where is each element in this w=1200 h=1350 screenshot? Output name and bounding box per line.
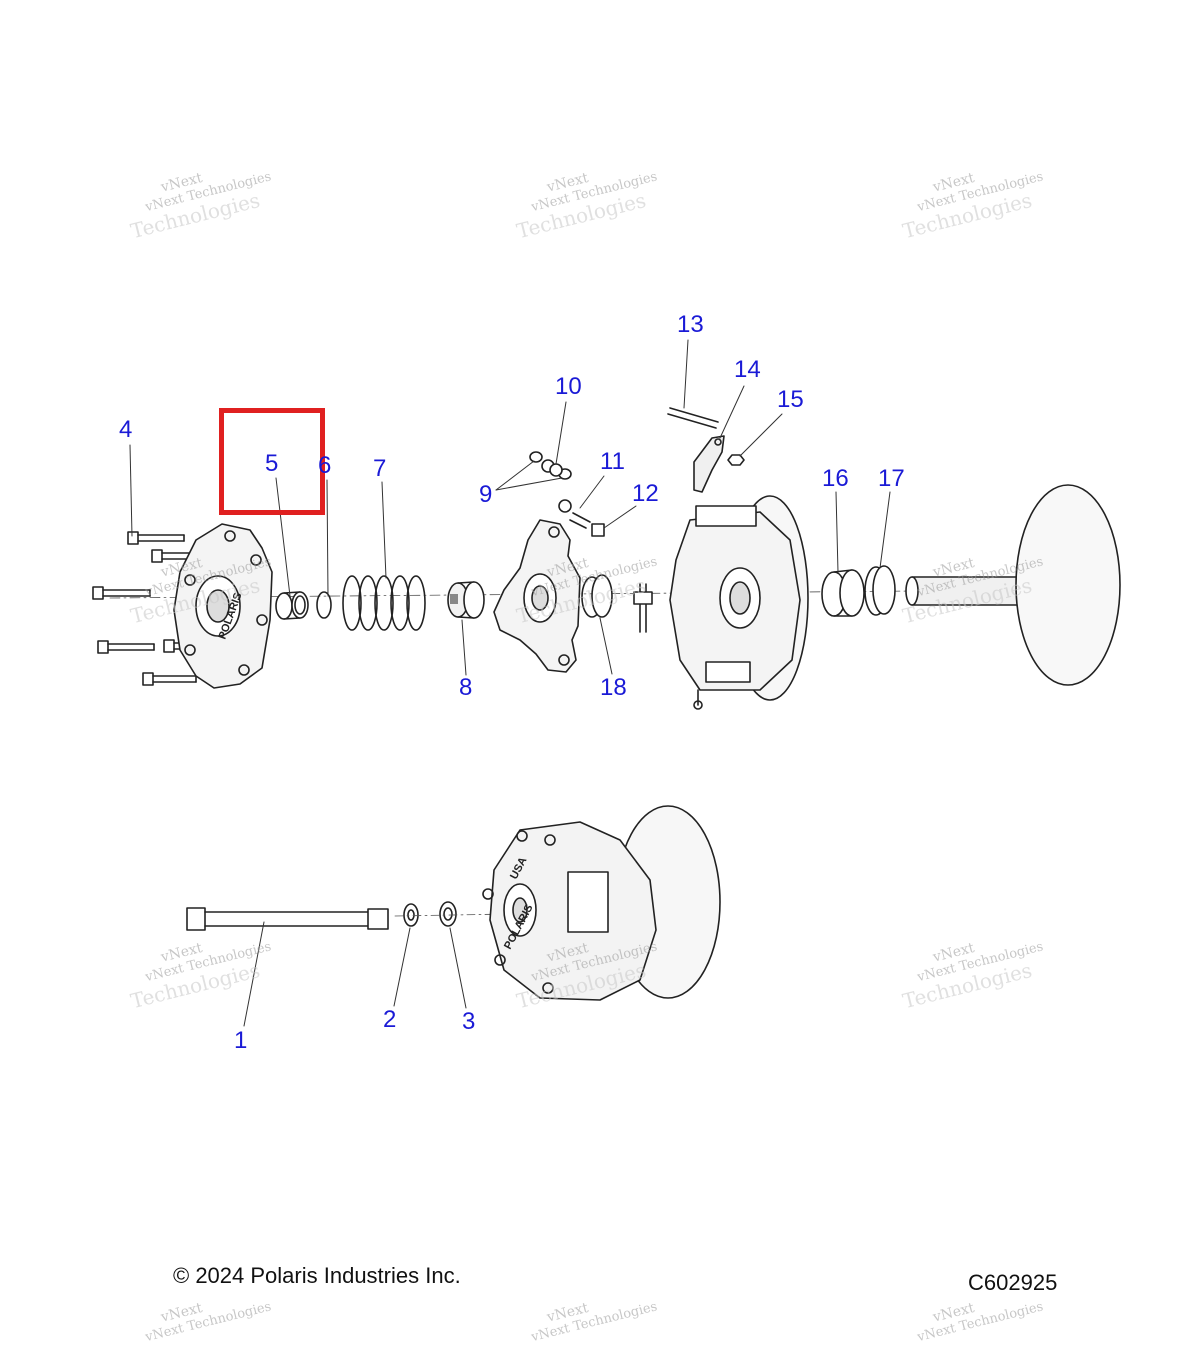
figure-id: C602925 [968,1270,1058,1295]
callout-13[interactable]: 13 [677,311,704,338]
callout-14[interactable]: 14 [734,356,761,383]
highlight-box-parts-5-6 [219,408,325,515]
callout-16[interactable]: 16 [822,465,849,492]
part-14-weight [693,435,725,493]
copyright-text: © 2024 Polaris Industries Inc. [173,1263,461,1288]
spider [493,519,581,673]
part-12-bolt [591,523,605,537]
callout-4[interactable]: 4 [119,416,133,443]
callout-5[interactable]: 5 [265,450,279,477]
callout-11[interactable]: 11 [600,448,625,475]
part-2-washer [403,903,419,927]
part-18-bushing [581,574,613,618]
callout-7[interactable]: 7 [373,455,387,482]
part-16-bushing [821,569,865,617]
part-11-pin [558,499,591,529]
callout-9[interactable]: 9 [479,481,493,508]
callout-1[interactable]: 1 [234,1027,248,1054]
callout-8[interactable]: 8 [459,674,473,701]
part-5-bushing [275,591,309,620]
moveable-sheave [669,495,809,710]
part-3-nut [439,901,457,927]
part-17-ring [864,565,896,616]
part-1-long-bolt [186,907,389,931]
callout-3[interactable]: 3 [462,1008,476,1035]
callout-12[interactable]: 12 [632,480,659,507]
part-6-ring [316,591,332,619]
part-13-pin [667,407,719,429]
bottom-assembly: POLARIS USA [186,805,721,1001]
callout-17[interactable]: 17 [878,465,905,492]
cover-plate: POLARIS [173,523,273,689]
callout-2[interactable]: 2 [383,1006,397,1033]
part-9-washers [529,451,572,480]
part-15-nut [727,454,745,466]
part-8-spacer [447,581,485,619]
small-shaft-pin [633,583,653,633]
part-7-spring [342,575,426,631]
callout-6[interactable]: 6 [318,452,332,479]
callout-18[interactable]: 18 [600,674,627,701]
callout-15[interactable]: 15 [777,386,804,413]
leader-lines [129,339,891,1027]
fixed-sheave [905,484,1121,686]
part-10-roller [541,459,563,477]
callout-10[interactable]: 10 [555,373,582,400]
